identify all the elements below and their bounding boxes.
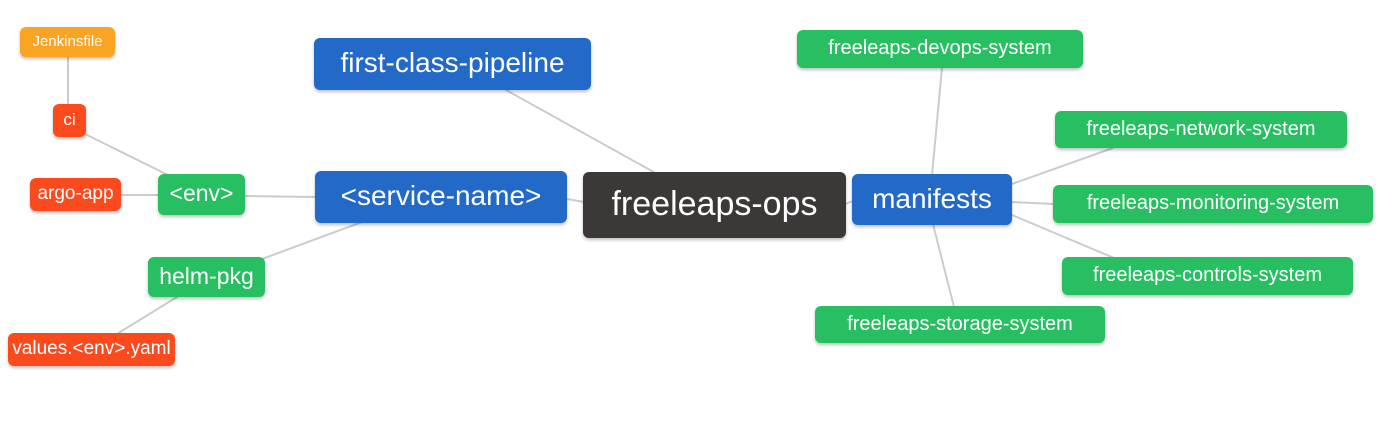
node-label: values.<env>.yaml [12, 338, 171, 359]
node-label: helm-pkg [159, 262, 254, 289]
node-env[interactable]: <env> [158, 174, 245, 215]
node-label: freeleaps-network-system [1086, 117, 1316, 140]
node-freeleaps-ops[interactable]: freeleaps-ops [583, 172, 846, 238]
edge-manifests-to-freeleaps-monitoring-system [1011, 201, 1055, 205]
node-values-env-yaml[interactable]: values.<env>.yaml [8, 333, 175, 366]
node-label: <env> [169, 180, 234, 206]
node-freeleaps-controls-system[interactable]: freeleaps-controls-system [1062, 257, 1353, 295]
edge-helm-pkg-to-service-name [261, 221, 363, 260]
edge-values-env-yaml-to-helm-pkg [116, 296, 178, 335]
node-freeleaps-devops-system[interactable]: freeleaps-devops-system [797, 30, 1083, 68]
node-label: Jenkinsfile [32, 32, 103, 50]
node-jenkinsfile[interactable]: Jenkinsfile [20, 27, 115, 57]
node-label: first-class-pipeline [340, 47, 565, 78]
edge-service-name-to-freeleaps-ops [566, 198, 585, 203]
node-label: freeleaps-controls-system [1093, 264, 1322, 286]
node-label: <service-name> [340, 180, 542, 211]
edge-manifests-to-freeleaps-storage-system [932, 223, 955, 308]
node-manifests[interactable]: manifests [852, 174, 1012, 225]
edge-manifests-to-freeleaps-network-system [1011, 147, 1114, 185]
node-label: freeleaps-storage-system [847, 312, 1073, 335]
node-freeleaps-monitoring-system[interactable]: freeleaps-monitoring-system [1053, 185, 1373, 223]
node-freeleaps-storage-system[interactable]: freeleaps-storage-system [815, 306, 1105, 343]
node-freeleaps-network-system[interactable]: freeleaps-network-system [1055, 111, 1347, 148]
node-helm-pkg[interactable]: helm-pkg [148, 257, 265, 297]
node-argo-app[interactable]: argo-app [30, 178, 121, 211]
edge-first-class-pipeline-to-freeleaps-ops [505, 89, 660, 176]
node-label: manifests [872, 182, 992, 214]
node-label: freeleaps-devops-system [828, 37, 1052, 59]
edge-manifests-to-freeleaps-devops-system [931, 67, 943, 176]
node-label: freeleaps-monitoring-system [1086, 192, 1340, 214]
node-label: argo-app [37, 183, 114, 204]
node-label: ci [63, 110, 76, 129]
node-label: freeleaps-ops [611, 185, 818, 223]
node-service-name[interactable]: <service-name> [315, 171, 567, 223]
node-first-class-pipeline[interactable]: first-class-pipeline [314, 38, 591, 90]
edge-env-to-service-name [244, 195, 316, 198]
edge-ci-to-env [82, 132, 169, 176]
node-ci[interactable]: ci [53, 104, 86, 137]
